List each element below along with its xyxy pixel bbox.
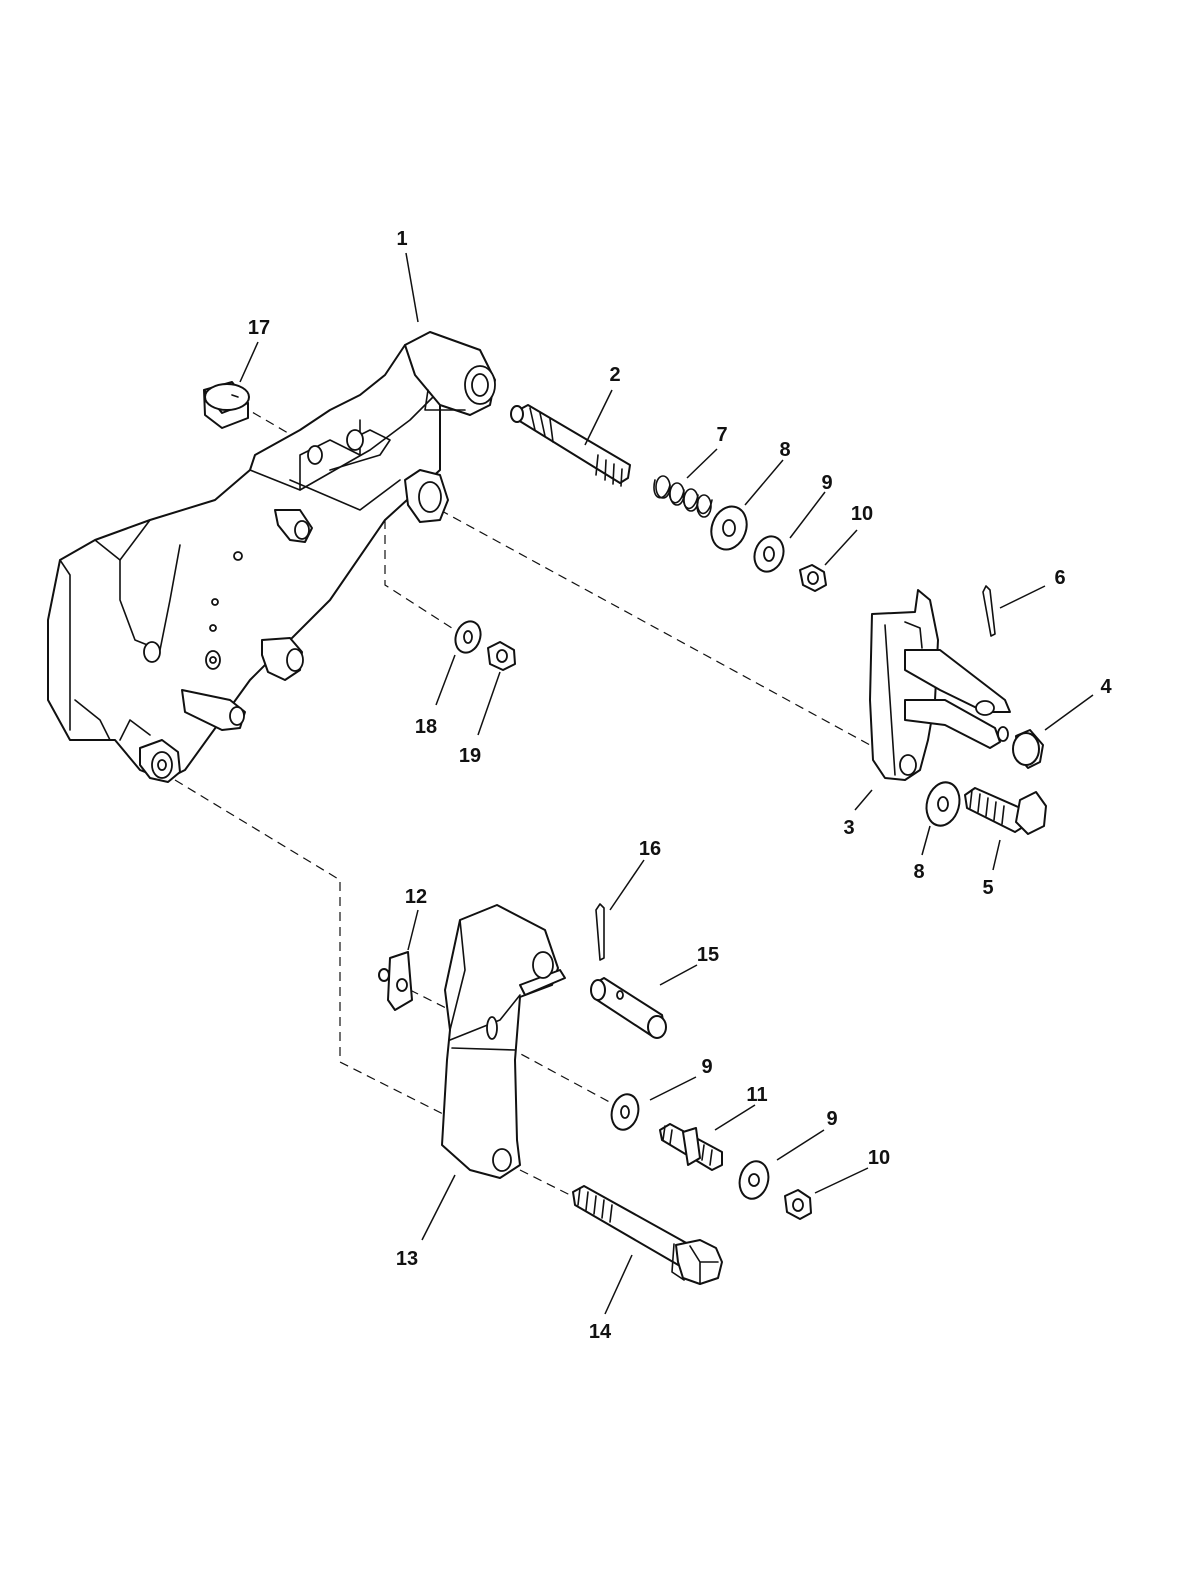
- shoulder-stud: [659, 1123, 723, 1171]
- callout-14: 14: [589, 1321, 612, 1343]
- cotter-pin-lower: [595, 903, 605, 961]
- shaft: [510, 404, 631, 487]
- callout-4: 4: [1100, 676, 1112, 698]
- washer-arm: [610, 1093, 640, 1131]
- callout-11: 11: [746, 1084, 767, 1106]
- washer-upper-large: [710, 505, 748, 551]
- callout-5: 5: [982, 877, 993, 899]
- bushing: [203, 381, 250, 429]
- callout-13: 13: [396, 1248, 418, 1270]
- nut-mid: [487, 641, 516, 671]
- callout-16: 16: [639, 838, 661, 860]
- nut-lower: [784, 1189, 812, 1220]
- callout-8-upper: 8: [779, 439, 790, 461]
- main-bracket: [47, 331, 496, 783]
- callout-17: 17: [248, 317, 270, 339]
- callout-9-arm: 9: [701, 1056, 712, 1078]
- lever: [869, 589, 1011, 781]
- washer-upper-small: [753, 535, 785, 573]
- nut-upper: [799, 564, 827, 592]
- washer-mid: [454, 620, 482, 654]
- callout-3: 3: [843, 817, 854, 839]
- callout-12: 12: [405, 886, 427, 908]
- callout-6: 6: [1054, 567, 1065, 589]
- bolt-lever: [964, 787, 1047, 835]
- callout-1: 1: [396, 228, 407, 250]
- callout-18: 18: [415, 716, 437, 738]
- callouts: 1 2 3 4 5 6 7 8 8 9 9 9 10 10 11 12 13 1…: [248, 228, 1113, 1343]
- callout-8-lower: 8: [913, 861, 924, 883]
- washer-stud: [738, 1160, 770, 1200]
- clevis-pin: [590, 977, 667, 1039]
- callout-9-stud: 9: [826, 1108, 837, 1130]
- callout-7: 7: [716, 424, 727, 446]
- callout-15: 15: [697, 944, 719, 966]
- arm-bolt: [572, 1185, 723, 1285]
- washer-lever: [925, 781, 961, 827]
- leader-lines: [239, 252, 1094, 1315]
- callout-10-upper: 10: [851, 503, 873, 525]
- cotter-pin-upper: [982, 585, 996, 637]
- link-arm: [441, 904, 566, 1179]
- callout-10-lower: 10: [868, 1147, 890, 1169]
- callout-2: 2: [609, 364, 620, 386]
- spring: [653, 475, 713, 518]
- callout-19: 19: [459, 745, 481, 767]
- callout-9-upper: 9: [821, 472, 832, 494]
- cap: [1012, 729, 1044, 769]
- clip: [378, 951, 413, 1011]
